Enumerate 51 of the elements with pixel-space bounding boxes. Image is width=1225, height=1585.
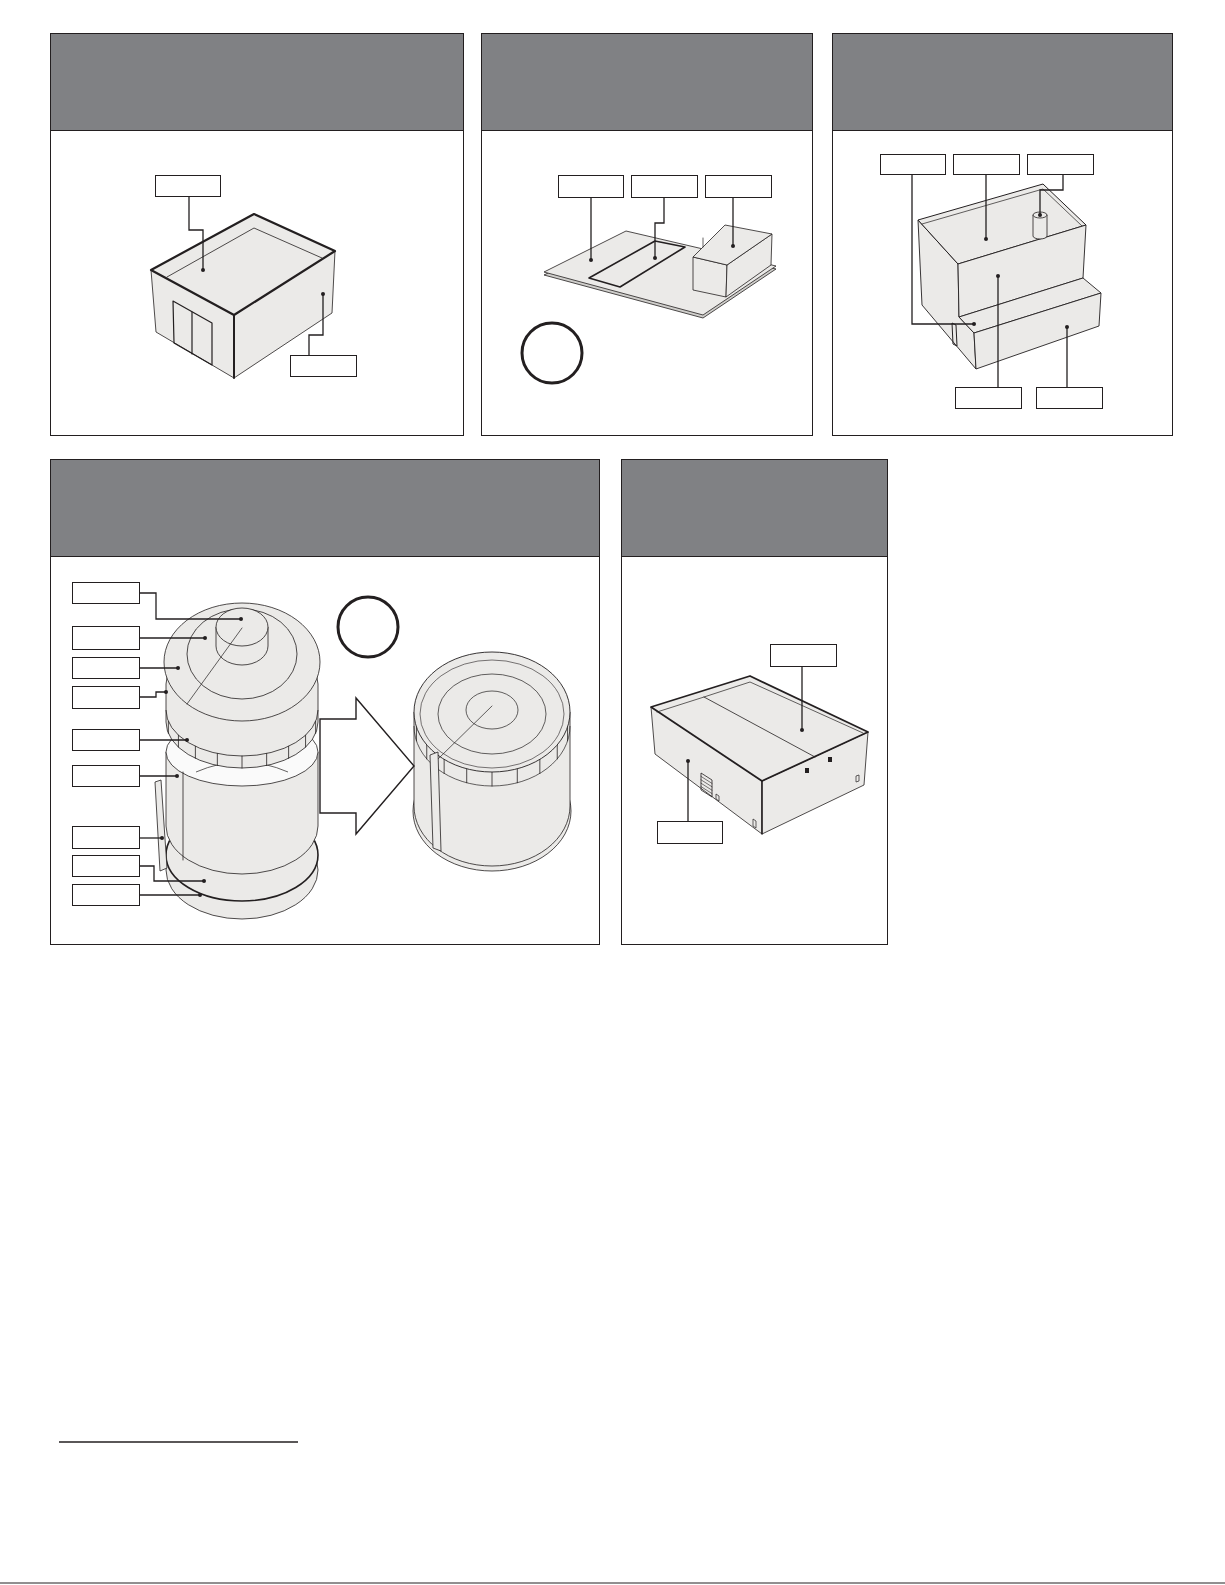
block-arrow [319, 696, 415, 836]
answer-box [657, 821, 723, 844]
leader-line [188, 196, 205, 272]
leader-line [139, 865, 206, 883]
answer-box [880, 154, 946, 175]
leader-line [139, 738, 189, 742]
answer-box [72, 626, 140, 650]
leader-line [653, 197, 665, 260]
exploded-tank-drawing [154, 602, 321, 920]
leader-line [996, 274, 1000, 388]
leader-line [1065, 325, 1069, 388]
stepped-building-drawing [917, 183, 1102, 370]
leader-line [139, 690, 168, 698]
leader-line [984, 174, 988, 241]
answer-box [290, 355, 357, 377]
answer-box [705, 175, 772, 198]
answer-box [72, 582, 140, 604]
leader-line [589, 197, 593, 262]
answer-box [953, 154, 1020, 175]
answer-box [72, 765, 140, 787]
leader-line [911, 174, 976, 326]
answer-box [155, 175, 221, 197]
leader-line [139, 592, 243, 621]
answer-box [1036, 387, 1103, 409]
leader-line [139, 893, 202, 897]
answer-box [770, 644, 837, 667]
answer-box [955, 387, 1022, 409]
warehouse-drawing [650, 675, 869, 835]
answer-circle [520, 321, 584, 385]
answer-box [72, 826, 140, 849]
answer-box [72, 855, 140, 877]
leader-line [686, 759, 690, 822]
answer-box [631, 175, 698, 198]
leader-line [139, 666, 180, 670]
answer-box [72, 686, 140, 709]
answer-box [558, 175, 624, 198]
leader-line [139, 636, 207, 640]
leader-line [139, 774, 179, 778]
answer-box [72, 884, 140, 906]
answer-box [72, 657, 140, 679]
building-drawing [149, 212, 337, 379]
tank-drawing [412, 651, 572, 872]
site-drawing [543, 224, 777, 319]
answer-circle [336, 595, 400, 659]
leader-line [731, 197, 735, 248]
leader-line [139, 836, 164, 840]
leader-line [308, 292, 325, 356]
answer-box [1027, 154, 1094, 175]
leader-line [800, 666, 804, 732]
leader-line [1038, 174, 1064, 217]
answer-box [72, 729, 140, 751]
